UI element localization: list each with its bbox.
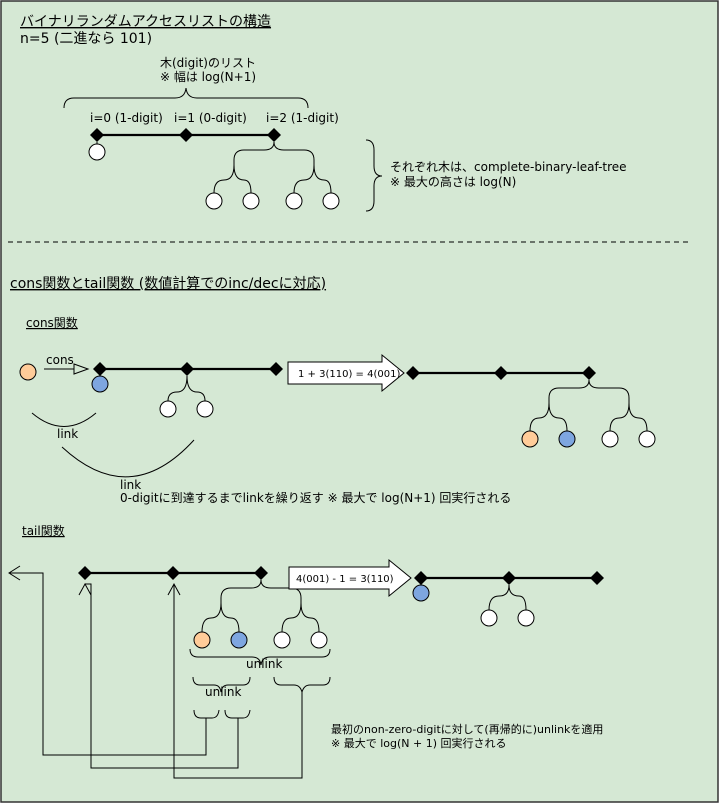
tree-edge: [167, 375, 188, 402]
leaf-node: [242, 192, 260, 210]
digit-label-1: i=1 (0-digit): [174, 111, 247, 125]
tree-edge: [548, 379, 590, 403]
leaf-node: [159, 400, 177, 418]
section-title: cons関数とtail関数 (数値計算でのinc/decに対応): [10, 276, 326, 292]
width-brace: [63, 87, 309, 109]
leaf-node: [205, 192, 223, 210]
leaf-node: [601, 430, 619, 448]
link-arc-small: [31, 412, 97, 427]
cons-transition-arrow: [287, 353, 405, 393]
list-node: [590, 571, 604, 585]
return-arrow: [10, 572, 207, 756]
list-label-2: ※ 幅は log(N+1): [160, 69, 256, 84]
leaf-node: [517, 609, 535, 627]
list-node: [78, 566, 92, 580]
list-node: [582, 366, 596, 380]
list-label-1: 木(digit)のリスト: [160, 56, 256, 70]
leaf-node-blue: [91, 375, 109, 393]
tree-edge: [313, 164, 332, 194]
tree-edge: [293, 164, 315, 194]
tree-note-1: それぞれ木は、complete-binary-leaf-tree: [390, 160, 627, 174]
return-arrowhead: [167, 582, 181, 596]
tail-calc: 4(001) - 1 = 3(110): [296, 574, 394, 585]
tree-edge: [213, 164, 235, 194]
tree-edge: [300, 602, 320, 633]
leaf-node: [638, 430, 656, 448]
list-node: [179, 128, 193, 142]
leaf-node: [88, 143, 106, 161]
tree-edge: [281, 602, 302, 633]
tree-edge: [201, 602, 222, 633]
list-node: [494, 366, 508, 380]
tail-note-1: 最初のnon-zero-digitに対して(再帰的に)unlinkを適用: [331, 722, 603, 736]
list-node: [406, 366, 420, 380]
list-node: [414, 571, 428, 585]
list-node: [90, 128, 104, 142]
cons-note: 0-digitに到達するまでlinkを繰り返す ※ 最大で log(N+1) 回…: [120, 490, 511, 505]
leaf-node: [322, 192, 340, 210]
list-node: [254, 566, 268, 580]
leaf-node: [196, 400, 214, 418]
tail-transition-arrow: [288, 558, 412, 598]
tree-edge: [588, 379, 630, 403]
return-arrow: [85, 583, 239, 769]
return-arrowhead: [78, 582, 92, 596]
list-node: [93, 362, 107, 376]
cons-arrow-label: cons: [46, 353, 74, 367]
cons-arrow: [44, 363, 90, 375]
leaf-node: [285, 192, 303, 210]
leaf-node: [480, 609, 498, 627]
tree-edge: [220, 579, 262, 603]
unlink-brace-2: [192, 676, 251, 693]
tree-edge: [233, 164, 252, 194]
tree-edge: [529, 402, 550, 432]
link-label-1: link: [57, 427, 78, 441]
digit-label-2: i=2 (1-digit): [266, 111, 339, 125]
tree-edge: [186, 375, 206, 402]
leaf-node-orange: [521, 430, 539, 448]
new-element-node: [19, 363, 37, 381]
digit-label-0: i=0 (1-digit): [90, 111, 163, 125]
leaf-node-blue: [558, 430, 576, 448]
height-brace: [365, 139, 383, 212]
leaf-node: [273, 631, 291, 649]
title: バイナリランダムアクセスリストの構造: [20, 14, 271, 30]
subtitle: n=5 (二進なら 101): [20, 31, 152, 47]
tree-edge: [273, 141, 315, 165]
unlink-label-2: unlink: [205, 685, 241, 699]
unlink-brace-1: [189, 648, 331, 666]
link-arc-large: [61, 439, 195, 478]
leaf-node-orange: [193, 631, 211, 649]
return-arrowhead: [8, 565, 21, 581]
tail-note-2: ※ 最大で log(N + 1) 回実行される: [331, 736, 507, 750]
tree-edge: [508, 584, 527, 611]
cons-heading: cons関数: [26, 315, 78, 330]
unlink-label-1: unlink: [246, 657, 282, 671]
link-label-2: link: [120, 478, 141, 492]
tree-note-2: ※ 最大の高さは log(N): [390, 174, 516, 189]
tree-edge: [548, 402, 568, 432]
tree-edge: [609, 402, 630, 432]
tree-edge: [220, 602, 240, 633]
leaf-node-blue: [230, 631, 248, 649]
tree-edge: [628, 402, 648, 432]
leaf-node-blue: [412, 584, 430, 602]
list-node: [267, 128, 281, 142]
return-arrow: [173, 584, 303, 779]
cons-calc: 1 + 3(110) = 4(001): [298, 369, 400, 380]
list-node: [166, 566, 180, 580]
list-node: [180, 362, 194, 376]
tail-heading: tail関数: [22, 523, 65, 538]
tree-edge: [488, 584, 510, 611]
tree-edge: [233, 141, 275, 165]
leaf-node: [310, 631, 328, 649]
list-node: [502, 571, 516, 585]
list-node: [269, 362, 283, 376]
